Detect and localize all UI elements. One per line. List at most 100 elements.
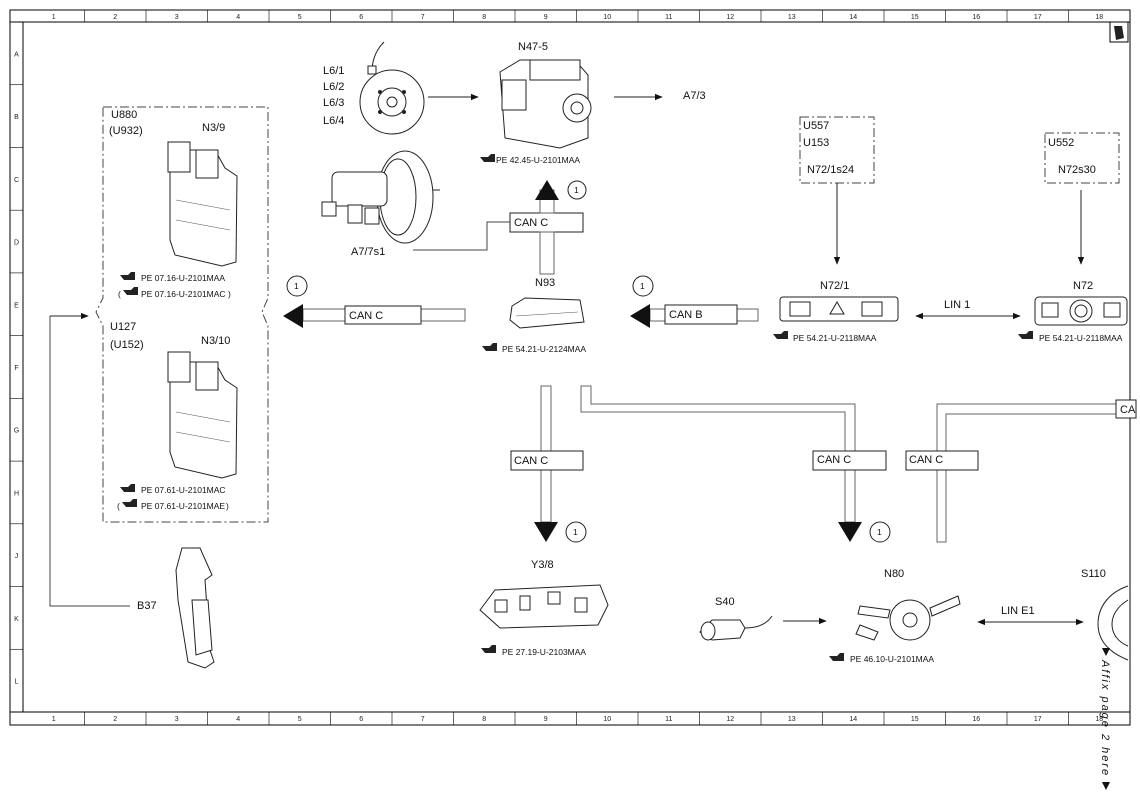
- grid-column-label: 18: [1095, 716, 1103, 723]
- b37-pedal: B37: [49, 312, 215, 669]
- can-c-n80-bus: CAN C 1: [580, 385, 891, 543]
- n93-module: N93 PE 54.21-U-2124MAA: [482, 277, 586, 354]
- s40-switch: S40: [699, 596, 773, 641]
- ref-icon: [829, 653, 844, 661]
- grid-column-label: 9: [544, 14, 548, 21]
- grid-column-label: 7: [421, 14, 425, 21]
- grid-column-label: 7: [421, 716, 425, 723]
- n3-10-ref-a: PE 07.61-U-2101MAC: [141, 485, 226, 495]
- n72-ref: PE 54.21-U-2118MAA: [1039, 333, 1123, 343]
- grid-row-label: G: [14, 428, 19, 435]
- u153-label: U153: [803, 137, 829, 149]
- grid-row-label: L: [15, 679, 19, 686]
- affix-note-text: Affix page 2 here: [1099, 659, 1111, 777]
- grid-column-label: 16: [972, 14, 980, 21]
- marker-1: 1: [640, 281, 645, 291]
- s40-label: S40: [715, 596, 735, 608]
- y3-8-ref: PE 27.19-U-2103MAA: [502, 647, 586, 657]
- grid-column-label: 5: [298, 14, 302, 21]
- n47-5-unit: N47-5 PE 42.45-U-2101MAA: [480, 41, 592, 165]
- u152-label: (U152): [110, 339, 144, 351]
- grid-column-label: 13: [788, 716, 796, 723]
- grid-column-label: 3: [175, 716, 179, 723]
- grid-column-label: 10: [603, 14, 611, 21]
- n3-10-label: N3/10: [201, 335, 230, 347]
- n72-1-module: N72/1 PE 54.21-U-2118MAA: [773, 280, 899, 343]
- svg-text:(: (: [117, 501, 120, 511]
- grid-column-label: 18: [1095, 14, 1103, 21]
- grid-column-label: 8: [482, 14, 486, 21]
- can-c-right-bus: CAN C CA: [905, 399, 1137, 543]
- u932-label: (U932): [109, 125, 143, 137]
- grid-row-label: H: [14, 490, 19, 497]
- grid-column-label: 1: [52, 716, 56, 723]
- u552-box: U552 N72s30: [1044, 132, 1120, 184]
- y3-8-module: Y3/8 PE 27.19-U-2103MAA: [479, 559, 609, 657]
- n72-module: N72 PE 54.21-U-2118MAA: [1018, 280, 1128, 343]
- grid-column-label: 6: [359, 716, 363, 723]
- svg-text:): ): [226, 501, 229, 511]
- grid-column-label: 2: [113, 716, 117, 723]
- grid-column-label: 3: [175, 14, 179, 21]
- grid-row-label: E: [14, 302, 19, 309]
- corner-icon: [1109, 21, 1129, 43]
- ref-icon: [1018, 331, 1033, 339]
- ref-icon: [123, 287, 138, 295]
- n47-5-ref: PE 42.45-U-2101MAA: [496, 155, 580, 165]
- grid-column-label: 10: [603, 716, 611, 723]
- u552-label: U552: [1048, 137, 1074, 149]
- grid-column-label: 1: [52, 14, 56, 21]
- n80-label: N80: [884, 568, 904, 580]
- grid-row-label: A: [14, 51, 19, 58]
- n72s30-label: N72s30: [1058, 164, 1096, 176]
- ref-icon: [773, 331, 788, 339]
- u127-label: U127: [110, 321, 136, 333]
- grid-row-label: J: [15, 553, 19, 560]
- can-c-up-label: CAN C: [514, 217, 548, 229]
- lin-e1-label: LIN E1: [1001, 605, 1035, 617]
- grid-row-label: F: [14, 365, 18, 372]
- n80-module: N80 PE 46.10-U-2101MAA: [829, 568, 961, 664]
- grid-column-label: 4: [236, 14, 240, 21]
- ref-icon: [120, 484, 135, 492]
- n3-9-ref-a: PE 07.16-U-2101MAA: [141, 273, 225, 283]
- a7-7s1-label: A7/7s1: [351, 246, 385, 258]
- n80-ref: PE 46.10-U-2101MAA: [850, 654, 934, 664]
- n93-ref: PE 54.21-U-2124MAA: [502, 344, 586, 354]
- grid-column-label: 14: [849, 14, 857, 21]
- n3-10-ref-b: PE 07.61-U-2101MAE: [141, 501, 225, 511]
- grid-column-label: 11: [665, 716, 672, 723]
- ref-icon: [480, 154, 495, 162]
- s110-wheel: S110: [1081, 568, 1129, 661]
- grid-column-label: 8: [482, 716, 486, 723]
- grid-column-label: 5: [298, 716, 302, 723]
- a7-7s1-booster: A7/7s1: [321, 150, 440, 258]
- grid-column-label: 17: [1034, 716, 1042, 723]
- marker-1: 1: [294, 281, 299, 291]
- l6-1-label: L6/1: [323, 65, 344, 77]
- marker-1: 1: [574, 185, 579, 195]
- can-c-right-label: CAN C: [909, 454, 943, 466]
- u557-box: U557 U153 N72/1s24: [799, 116, 875, 184]
- can-c-left-label: CAN C: [349, 310, 383, 322]
- can-b-label: CAN B: [669, 309, 703, 321]
- n47-5-label: N47-5: [518, 41, 548, 53]
- wheel-speed-sensor: L6/1 L6/2 L6/3 L6/4: [323, 41, 425, 135]
- y3-8-label: Y3/8: [531, 559, 554, 571]
- ref-icon: [481, 645, 496, 653]
- grid-row-label: K: [14, 616, 19, 623]
- ref-icon: [482, 343, 497, 351]
- b37-label: B37: [137, 600, 157, 612]
- grid-column-label: 15: [911, 716, 919, 723]
- grid-column-label: 4: [236, 716, 240, 723]
- can-c-n80-label: CAN C: [817, 454, 851, 466]
- l6-2-label: L6/2: [323, 81, 344, 93]
- lin-1-label: LIN 1: [944, 299, 970, 311]
- grid-column-label: 15: [911, 14, 919, 21]
- can-c-up-bus: CAN C 1: [509, 180, 587, 275]
- grid-column-label: 2: [113, 14, 117, 21]
